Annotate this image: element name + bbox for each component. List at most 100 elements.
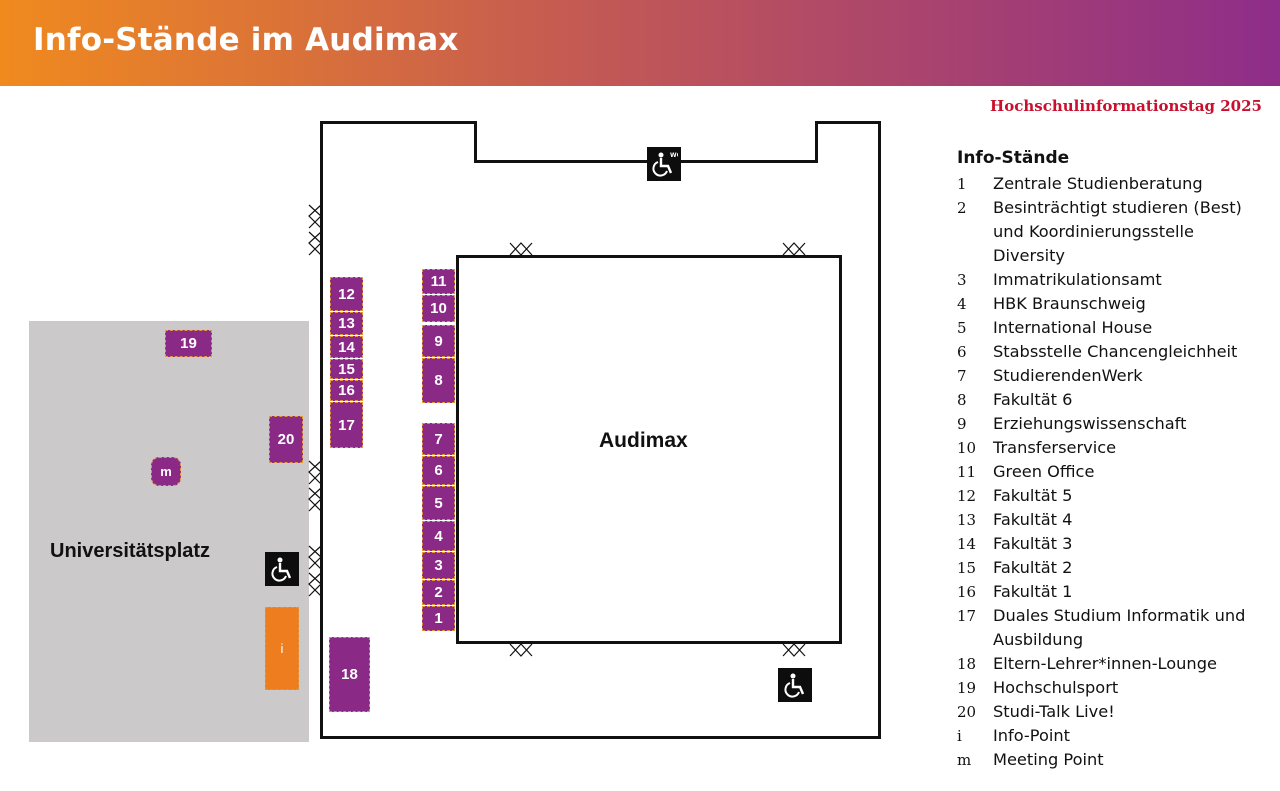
legend-item-number: 15	[957, 559, 977, 577]
svg-text:WC: WC	[670, 152, 678, 159]
legend-item-number: 12	[957, 487, 977, 505]
universitaetsplatz-label: Universitätsplatz	[50, 540, 211, 562]
booth-15[interactable]: 15	[330, 359, 363, 379]
legend-item-number: 5	[957, 319, 967, 337]
door-icon	[308, 460, 322, 512]
booth-meeting-point[interactable]: m	[151, 457, 181, 486]
booth-9[interactable]: 9	[422, 325, 455, 357]
legend-item: 11 Green Office	[957, 460, 1263, 484]
legend-item-label: HBK Braunschweig	[993, 294, 1146, 313]
legend-item: 12 Fakultät 5	[957, 484, 1263, 508]
booth-10[interactable]: 10	[422, 295, 455, 322]
legend-item-number: 1	[957, 175, 967, 193]
header-bar: Info-Stände im Audimax	[0, 0, 1280, 86]
legend-item-label: Fakultät 6	[993, 390, 1073, 409]
booth-3[interactable]: 3	[422, 552, 455, 579]
booth-1[interactable]: 1	[422, 606, 455, 631]
legend-item-label: Hochschulsport	[993, 678, 1119, 697]
booth-11[interactable]: 11	[422, 269, 455, 294]
legend-item: 5 International House	[957, 316, 1263, 340]
legend-item-number: 3	[957, 271, 967, 289]
legend-item-label: Info-Point	[993, 726, 1070, 745]
booth-2[interactable]: 2	[422, 580, 455, 605]
legend-item: 2 Besinträchtigt studieren (Best) und Koo…	[957, 196, 1263, 268]
legend-list: 1 Zentrale Studienberatung 2 Besinträchtigt…	[957, 172, 1263, 772]
legend-item: 8 Fakultät 6	[957, 388, 1263, 412]
legend-item-number: 6	[957, 343, 967, 361]
booth-16[interactable]: 16	[330, 380, 363, 401]
legend-item: 13 Fakultät 4	[957, 508, 1263, 532]
booth-12[interactable]: 12	[330, 277, 363, 311]
booth-17[interactable]: 17	[330, 402, 363, 448]
booth-20[interactable]: 20	[269, 416, 303, 463]
legend-item: m Meeting Point	[957, 748, 1263, 772]
legend-item: 1 Zentrale Studienberatung	[957, 172, 1263, 196]
legend-item-number: 9	[957, 415, 967, 433]
legend-item-number: 2	[957, 199, 967, 217]
booth-6[interactable]: 6	[422, 456, 455, 485]
legend-item-label: StudierendenWerk	[993, 366, 1143, 385]
legend-item-number: 18	[957, 655, 977, 673]
door-icon	[509, 242, 533, 256]
legend-item-number: 16	[957, 583, 977, 601]
booth-4[interactable]: 4	[422, 521, 455, 551]
legend-item-label: Green Office	[993, 462, 1095, 481]
legend-item-label: Transferservice	[993, 438, 1117, 457]
legend-item: 18 Eltern-Lehrer*innen-Lounge	[957, 652, 1263, 676]
legend-item-number: 7	[957, 367, 967, 385]
legend-item-number: 4	[957, 295, 967, 313]
booth-19[interactable]: 19	[165, 330, 212, 357]
legend-item: 9 Erziehungswissenschaft	[957, 412, 1263, 436]
legend-item-number: 13	[957, 511, 977, 529]
audimax-label: Audimax	[599, 429, 688, 452]
accessible-wc-icon: WC	[647, 147, 681, 181]
legend-item-label: International House	[993, 318, 1153, 337]
legend-item: 15 Fakultät 2	[957, 556, 1263, 580]
legend-item-label: Erziehungswissenschaft	[993, 414, 1187, 433]
legend-item-label: Meeting Point	[993, 750, 1104, 769]
legend-item: 14 Fakultät 3	[957, 532, 1263, 556]
legend-item-number: 17	[957, 607, 977, 625]
legend-item-label: Besinträchtigt studieren (Best) und Koor…	[993, 198, 1242, 265]
door-icon	[782, 643, 806, 657]
legend-item-number: m	[957, 751, 972, 769]
legend-item: i Info-Point	[957, 724, 1263, 748]
legend-item: 3 Immatrikulationsamt	[957, 268, 1263, 292]
door-icon	[509, 643, 533, 657]
legend-item: 7 StudierendenWerk	[957, 364, 1263, 388]
legend-item-number: 20	[957, 703, 977, 721]
booth-5[interactable]: 5	[422, 486, 455, 520]
legend-item-label: Fakultät 5	[993, 486, 1073, 505]
page-title: Info-Stände im Audimax	[33, 22, 459, 58]
legend-item-number: 14	[957, 535, 977, 553]
legend-item-label: Fakultät 4	[993, 510, 1073, 529]
legend-item-number: 8	[957, 391, 967, 409]
legend-title: Info-Stände	[957, 148, 1070, 168]
legend-item-number: 19	[957, 679, 977, 697]
wheelchair-icon	[265, 552, 299, 586]
event-subtitle: Hochschulinformationstag 2025	[990, 97, 1262, 115]
door-icon	[782, 242, 806, 256]
legend-item-label: Zentrale Studienberatung	[993, 174, 1203, 193]
legend-item-label: Fakultät 2	[993, 558, 1073, 577]
audimax-room	[456, 255, 842, 644]
legend-item: 19 Hochschulsport	[957, 676, 1263, 700]
door-icon	[308, 545, 322, 597]
legend-item-number: 11	[957, 463, 977, 481]
booth-7[interactable]: 7	[422, 423, 455, 455]
booth-info-point[interactable]: i	[265, 607, 299, 690]
legend-item-label: Fakultät 3	[993, 534, 1073, 553]
legend-item-label: Fakultät 1	[993, 582, 1073, 601]
legend-item-label: Eltern-Lehrer*innen-Lounge	[993, 654, 1217, 673]
booth-14[interactable]: 14	[330, 336, 363, 358]
booth-18[interactable]: 18	[329, 637, 370, 712]
legend-item-label: Studi-Talk Live!	[993, 702, 1115, 721]
wheelchair-icon	[778, 668, 812, 702]
legend-item-number: i	[957, 727, 962, 745]
booth-13[interactable]: 13	[330, 312, 363, 335]
legend-item-label: Immatrikulationsamt	[993, 270, 1162, 289]
booth-8[interactable]: 8	[422, 358, 455, 403]
